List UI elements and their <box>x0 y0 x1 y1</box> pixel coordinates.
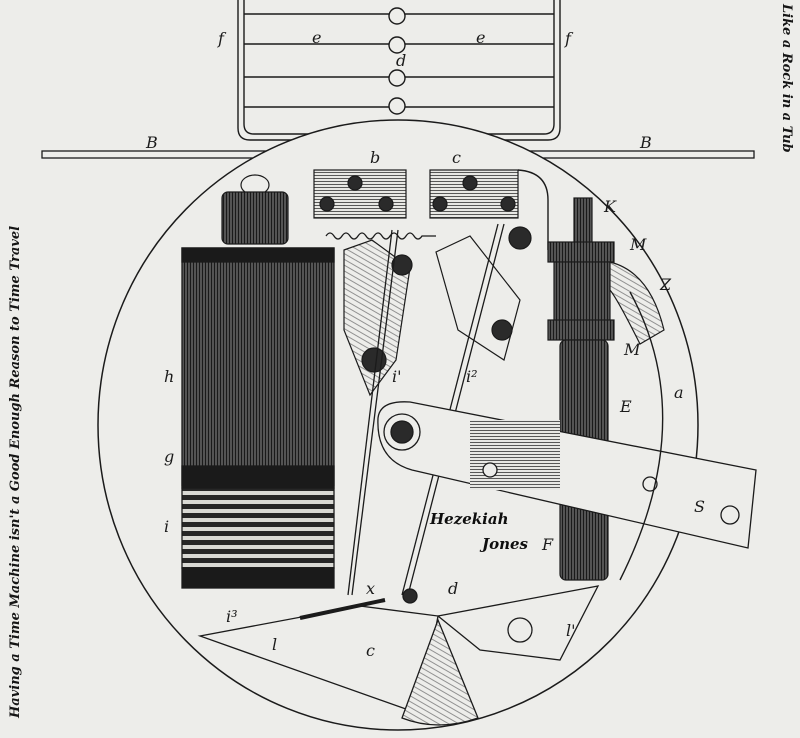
label-c-top: c <box>452 148 461 167</box>
label-f-left: f <box>217 29 227 48</box>
top-frame <box>237 0 561 162</box>
label-l: l <box>272 635 277 654</box>
label-g: g <box>164 447 174 466</box>
label-f-right: f <box>564 29 574 48</box>
label-Z: Z <box>659 275 672 294</box>
right-bracket <box>517 169 549 250</box>
label-B-right: B <box>639 133 652 152</box>
label-c-lower: c <box>366 641 375 660</box>
label-a: a <box>674 383 684 402</box>
label-d-lower: d <box>448 579 458 598</box>
label-K: K <box>603 197 617 216</box>
outer-arc <box>619 291 664 581</box>
label-E: E <box>619 397 632 416</box>
lever-plates <box>343 226 532 397</box>
figure-labels: f e d e f B B b c K M Z M a E h i' i² g … <box>145 28 705 660</box>
label-i2: i² <box>466 367 478 386</box>
label-B-left: B <box>145 133 158 152</box>
label-e-left: e <box>312 28 321 47</box>
label-i3: i³ <box>226 607 238 626</box>
label-M-top: M <box>629 235 647 254</box>
electromagnet <box>181 247 335 589</box>
label-x: x <box>366 579 375 598</box>
magnet-knob <box>221 174 289 245</box>
caption-left: Having a Time Machine isn't a Good Enoug… <box>8 225 23 718</box>
signature-second-line: Jones <box>482 535 528 553</box>
label-h: h <box>164 367 174 386</box>
label-e-right: e <box>476 28 485 47</box>
caption-right: Like a Rock in a Tub <box>779 4 794 153</box>
label-M-lower: M <box>623 340 641 359</box>
bottom-levers <box>197 585 600 726</box>
arm-S <box>377 401 757 549</box>
top-spring <box>325 232 436 240</box>
label-i1: i' <box>392 367 402 386</box>
terminal-blocks <box>313 169 519 219</box>
label-l-prime: l' <box>566 621 576 640</box>
label-S: S <box>694 497 705 516</box>
label-i-coil: i <box>164 517 169 536</box>
signature-first-line: Hezekiah <box>430 510 509 528</box>
label-d-top: d <box>396 51 406 70</box>
label-b: b <box>370 148 380 167</box>
label-F: F <box>541 535 554 554</box>
